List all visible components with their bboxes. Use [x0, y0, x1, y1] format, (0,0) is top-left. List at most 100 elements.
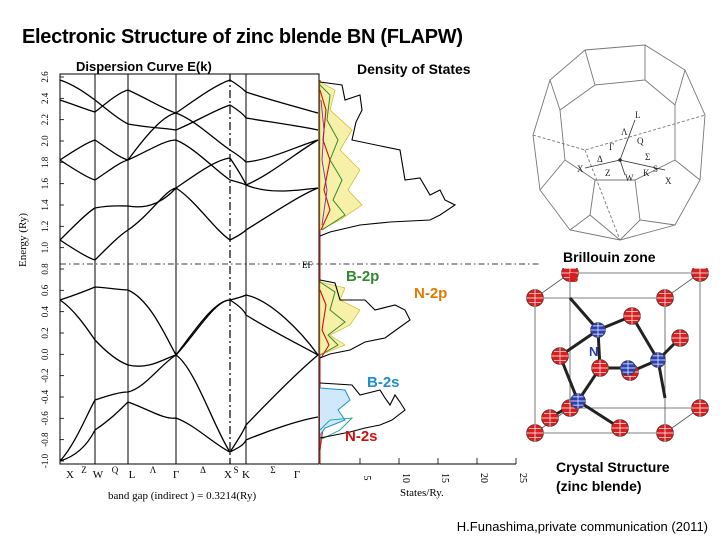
boron-atoms [526, 268, 709, 442]
k-point-label: S [233, 465, 238, 475]
nitrogen-atom-grid [620, 360, 636, 376]
y-tick-label: 2.0 [40, 135, 50, 147]
k-point-label: L [129, 469, 136, 481]
bz-outline [532, 44, 706, 241]
y-tick-label: 2.4 [40, 92, 50, 104]
boron-atom-grid [526, 289, 544, 307]
boron-atom-grid [561, 268, 579, 282]
bz-label-x-right: X [665, 176, 672, 186]
dos-curve-teal [319, 417, 354, 441]
page-title: Electronic Structure of zinc blende BN (… [22, 26, 463, 48]
orbital-label-b2p: B-2p [346, 268, 380, 285]
dos-x-label: States/Ry. [400, 487, 444, 499]
y-tick-label: 2.2 [40, 114, 50, 125]
boron-atom-grid [561, 399, 579, 417]
band-4 [59, 286, 319, 357]
orbital-label-n2s: N-2s [345, 428, 378, 445]
k-point-label: Γ [294, 469, 300, 481]
fermi-label: EF [302, 260, 313, 270]
band-10 [59, 79, 319, 131]
boron-atom-grid [671, 329, 689, 347]
energy-axis-label: Energy (Ry) [17, 213, 29, 267]
bz-path [584, 119, 666, 176]
bz-label-sigma: Σ [645, 152, 650, 162]
y-tick-label: 2.6 [40, 71, 50, 83]
y-tick-label: 1.0 [40, 242, 50, 254]
boron-atom-grid [526, 424, 544, 442]
bz-label-delta: Δ [597, 154, 603, 164]
nitrogen-atom-grid [570, 393, 586, 409]
y-tick-label: 1.8 [40, 156, 50, 168]
k-point-label: Γ [173, 469, 179, 481]
boron-atom-grid [656, 424, 674, 442]
boron-atom-grid [541, 409, 559, 427]
bz-inner-top [549, 45, 686, 111]
brillouin-zone-figure: L Λ Γ Q Δ Σ X Z W K S X [532, 44, 706, 241]
dos-x-tick-label: 15 [439, 473, 450, 483]
nitrogen-atoms [570, 322, 666, 409]
dos-total [319, 81, 457, 439]
brillouin-caption: Brillouin zone [563, 249, 656, 265]
band-7 [59, 139, 319, 186]
bz-label-w: W [625, 173, 634, 183]
boron-atom-grid [623, 307, 641, 325]
bz-label-x-left: X [577, 164, 584, 174]
band-curves [59, 79, 319, 462]
dos-fill-yellow-upper [319, 81, 363, 231]
bz-label-gamma: Γ [609, 142, 614, 152]
y-tick-label: -0.6 [40, 411, 50, 426]
band-2 [59, 354, 319, 462]
bz-label-l: L [635, 110, 641, 120]
k-point-label: Q [112, 465, 119, 475]
band-gap-text: band gap (indirect ) = 0.3214(Ry) [108, 490, 256, 502]
dos-x-tick-label: 5 [361, 476, 372, 481]
y-tick-label: 0.6 [40, 284, 50, 296]
k-point-label: Σ [270, 465, 275, 475]
y-tick-label: -0.8 [40, 432, 50, 447]
orbital-label-b2s: B-2s [367, 374, 400, 391]
crystal-structure-figure [526, 268, 709, 442]
crystal-caption-line2: (zinc blende) [556, 478, 642, 494]
atom-label-n: N [589, 344, 599, 359]
k-point-label: Z [81, 465, 87, 475]
dispersion-heading: Dispersion Curve E(k) [76, 59, 212, 74]
band-3 [59, 299, 319, 367]
y-tick-label: 1.2 [40, 221, 50, 232]
boron-atom-grid [551, 347, 569, 365]
boron-atom-grid [691, 399, 709, 417]
boron-atom-grid [656, 289, 674, 307]
bz-label-z: Z [605, 168, 611, 178]
bz-label-k: K [643, 168, 650, 178]
bz-label-q: Q [637, 136, 644, 146]
bz-inner-bottom [569, 179, 676, 241]
dos-curve-blue [319, 387, 351, 436]
nitrogen-atom-grid [650, 352, 666, 368]
k-point-label: Λ [150, 465, 157, 475]
k-point-label: X [66, 469, 74, 481]
k-point-label: Δ [200, 465, 206, 475]
bz-inner-mid [539, 105, 701, 191]
y-ticks [60, 76, 64, 462]
atom-label-b: B [569, 270, 579, 285]
y-tick-label: -1.0 [40, 453, 50, 468]
dos-heading: Density of States [357, 61, 471, 77]
boron-atom-grid [611, 419, 629, 437]
y-tick-label: 0.4 [40, 306, 50, 318]
y-tick-label: 0.8 [40, 263, 50, 275]
crystal-caption-line1: Crystal Structure [556, 459, 670, 475]
y-tick-label: 1.6 [40, 178, 50, 190]
boron-atom-grid [691, 268, 709, 282]
y-tick-labels: -1.0-0.8-0.6-0.4-0.20.00.20.40.60.81.01.… [40, 71, 50, 468]
y-tick-label: 0.2 [40, 327, 50, 338]
dos-x-tick-label: 20 [478, 473, 489, 483]
k-point-label: K [242, 469, 250, 481]
bz-label-lambda: Λ [621, 127, 628, 137]
dos-curve-purple [320, 99, 328, 226]
band-9 [59, 79, 319, 114]
y-tick-label: 0.0 [40, 348, 50, 360]
nitrogen-atom-grid [590, 322, 606, 338]
k-point-label: X [224, 469, 232, 481]
